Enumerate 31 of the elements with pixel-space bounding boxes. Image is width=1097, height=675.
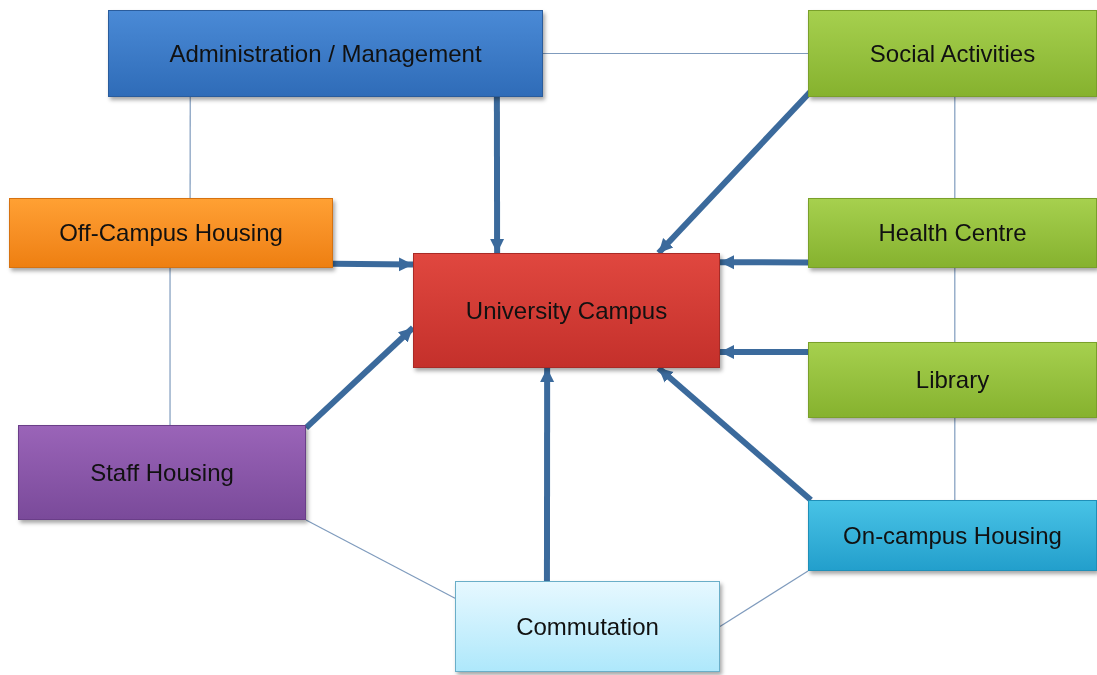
box-label: Staff Housing [90, 457, 234, 488]
box-label: Library [915, 365, 990, 395]
connector-line [954, 417, 956, 501]
box-label: Off-Campus Housing [59, 218, 283, 248]
connector-line [719, 570, 809, 628]
arrow [332, 257, 414, 272]
box-label: University Campus [465, 295, 668, 326]
arrow [720, 255, 808, 270]
arrow [540, 368, 555, 581]
arrow [720, 344, 808, 359]
box-label: Administration / Management [169, 38, 482, 69]
box-label: Social Activities [869, 38, 1036, 69]
connector-line [189, 96, 191, 199]
box-label: Commutation [516, 611, 659, 642]
process-box [808, 10, 1097, 97]
process-box [808, 198, 1097, 268]
connector-line [169, 267, 171, 426]
process-box [455, 581, 720, 672]
process-box [808, 500, 1097, 571]
box-label: On-campus Housing [843, 520, 1062, 551]
box-label: Health Centre [878, 218, 1027, 248]
process-box [808, 342, 1097, 418]
arrow [490, 97, 505, 253]
process-box [9, 198, 333, 268]
connector-line [954, 267, 956, 343]
connector-line [542, 52, 809, 55]
process-box [413, 253, 720, 368]
process-box [108, 10, 543, 97]
connector-line [954, 96, 956, 199]
connector-line [305, 519, 456, 599]
process-box [18, 425, 306, 520]
